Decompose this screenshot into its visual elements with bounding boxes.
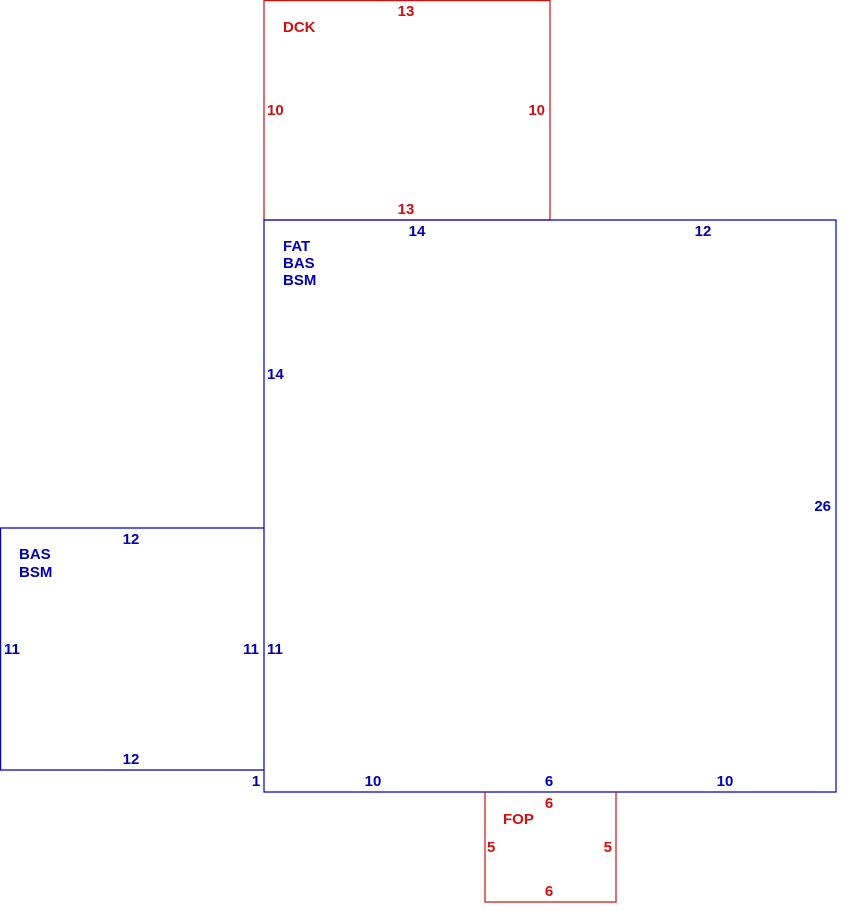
main-dim-top-b: 12 [695,223,712,240]
area-main: FAT BAS BSM 14 12 14 11 26 10 6 10 1 [252,219,837,793]
main-dim-bottom-a: 10 [365,773,382,790]
dck-dim-left: 10 [267,102,284,119]
side-code-bsm: BSM [19,564,52,581]
fop-dim-left: 5 [487,839,495,856]
fop-dim-top: 6 [545,795,553,812]
side-dim-left: 11 [4,641,20,658]
main-code-bsm: BSM [283,272,316,289]
dck-dim-top: 13 [398,3,415,20]
fop-outline [484,792,617,903]
main-dim-right: 26 [814,498,831,515]
main-dim-left-lower: 11 [267,641,283,658]
main-code-fat: FAT [283,238,310,255]
fop-dim-bottom: 6 [545,883,553,900]
side-outline [0,527,264,771]
side-code-bas: BAS [19,546,51,563]
main-dim-bottom-c: 10 [717,773,734,790]
main-code-bas: BAS [283,255,315,272]
main-dim-step: 1 [252,773,260,790]
area-dck: DCK 13 13 10 10 [263,0,551,221]
area-side: BAS BSM 12 12 11 11 [0,527,264,771]
dck-dim-right: 10 [528,102,545,119]
main-outline [263,219,837,793]
side-dim-bottom: 12 [123,751,140,768]
main-dim-top-a: 14 [409,223,426,240]
main-dim-bottom-b: 6 [545,773,553,790]
side-dim-top: 12 [123,531,140,548]
dck-dim-bottom: 13 [398,201,415,218]
area-fop: FOP 6 6 5 5 [484,792,617,903]
fop-dim-right: 5 [604,839,612,856]
main-dim-left-upper: 14 [267,366,284,383]
side-dim-right: 11 [243,641,259,658]
fop-code-label: FOP [503,811,534,828]
dck-code-label: DCK [283,19,316,36]
